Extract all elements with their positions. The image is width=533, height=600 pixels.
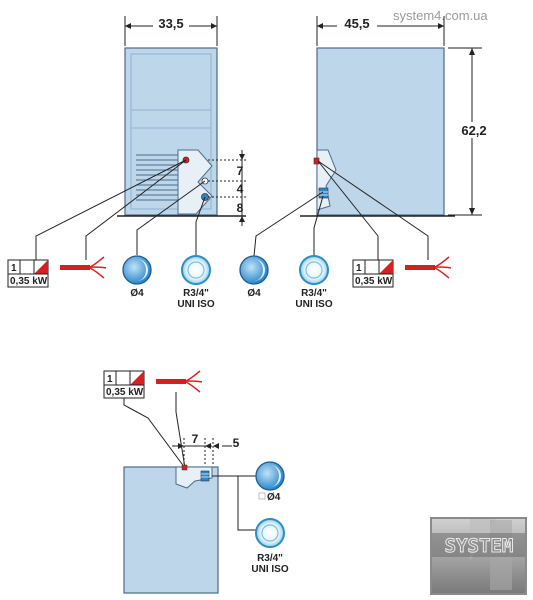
side-width-label: 45,5 xyxy=(344,16,369,31)
power-label-bottom: 0,35 kW xyxy=(106,387,144,398)
water-label-line1-front: R3/4" xyxy=(183,288,209,299)
water-inlet-icon-side xyxy=(299,255,329,285)
front-width-label: 33,5 xyxy=(158,16,183,31)
drain-label-bottom: Ø4 xyxy=(267,492,281,503)
power-cable-front xyxy=(60,256,107,279)
power-cable-bottom xyxy=(156,370,203,393)
side-cabinet xyxy=(316,47,445,216)
bottom-cabinet xyxy=(123,466,219,594)
water-inlet-icon-bottom xyxy=(255,518,285,548)
system4-logo: SYSTEM xyxy=(430,517,527,595)
side-connectors: Ø4 R3/4" UNI ISO 1 0,35 kW xyxy=(239,160,452,310)
drain-icon-front xyxy=(122,255,152,285)
phase-label-side: 1 xyxy=(356,263,362,274)
water-label-line1-bottom: R3/4" xyxy=(257,553,283,564)
bottom-dim-5: 5 xyxy=(233,436,240,450)
water-label-line2-side: UNI ISO xyxy=(295,299,332,310)
power-badge-front: 1 0,35 kW xyxy=(7,259,49,288)
water-label-line2-bottom: UNI ISO xyxy=(251,564,288,575)
water-inlet-icon-front xyxy=(181,255,211,285)
bottom-view: 1 0,35 kW 7 5 xyxy=(103,370,289,594)
phase-label-front: 1 xyxy=(11,263,17,274)
front-connectors: 1 0,35 kW Ø4 R3/4" UNI ISO xyxy=(7,159,215,310)
phase-label-bottom: 1 xyxy=(107,374,113,385)
power-badge-bottom: 1 0,35 kW xyxy=(103,370,145,399)
front-dim-7: 7 xyxy=(237,164,244,178)
water-label-line2-front: UNI ISO xyxy=(177,299,214,310)
drain-label-front: Ø4 xyxy=(130,288,144,299)
side-view: 45,5 62,2 xyxy=(300,16,493,217)
logo-text: SYSTEM xyxy=(445,535,514,557)
bottom-dim-7: 7 xyxy=(192,432,199,446)
water-label-line1-side: R3/4" xyxy=(301,288,327,299)
watermark-text: system4.com.ua xyxy=(393,8,488,23)
power-cable-side xyxy=(405,256,452,279)
front-dim-4: 4 xyxy=(237,182,244,196)
front-dim-8: 8 xyxy=(237,201,244,215)
drain-icon-side xyxy=(239,255,269,285)
drain-icon-bottom xyxy=(255,461,285,491)
front-view: 33,5 xyxy=(117,16,246,226)
side-height-label: 62,2 xyxy=(461,123,486,138)
drain-label-side: Ø4 xyxy=(247,288,261,299)
power-badge-side: 1 0,35 kW xyxy=(352,259,394,288)
power-label-side: 0,35 kW xyxy=(355,276,393,287)
power-label-front: 0,35 kW xyxy=(10,276,48,287)
